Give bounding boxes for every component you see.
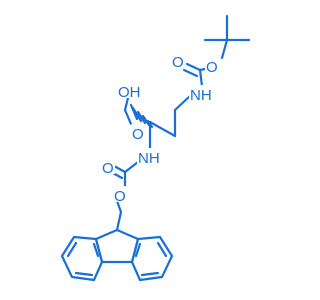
bond-ch2-to-c9 [115,210,123,232]
boc-carbonyl-oxygen-label: O [172,54,184,71]
acid-carbonyl-oxygen-label: O [132,126,144,143]
bond-fmoc-o-to-ch2 [115,199,123,214]
right-ring-double-1 [156,241,168,258]
boc-ester-oxygen-label: O [206,59,218,76]
bond-fmoc-c-o-double-1 [112,164,127,174]
bond-carboxyl-double-1 [123,108,133,126]
bond-nh-to-ch2 [173,94,192,112]
right-ring-double-3 [134,242,142,258]
hashed-wedge-bond [131,106,154,129]
right-ring-double-2 [140,271,160,277]
atom-labels: O O NH OH O NH O O [101,52,219,205]
left-ring-double-3 [92,242,100,258]
left-benzene-ring [60,235,104,282]
bond-carboxyl-to-oh [123,96,130,112]
acid-oh-label: OH [118,84,141,101]
bond-boc-c-to-nh [198,68,204,88]
molecule-structure: O O NH OH O NH O O [60,14,251,282]
fmoc-ester-oxygen-label: O [114,188,126,205]
bond-carboxyl-double-2 [129,103,139,121]
fmoc-nh-label: NH [138,150,160,167]
bond-boc-c-o-double-1 [185,62,202,72]
fluorene-ring-system [60,228,174,282]
fmoc-carbonyl-oxygen-label: O [102,160,114,177]
right-benzene-ring [130,235,174,282]
left-ring-double-1 [66,241,78,258]
boc-nh-label: NH [190,87,212,104]
backbone [123,94,192,152]
five-membered-ring [94,228,140,264]
bond-fmoc-nh-to-c [123,160,140,174]
bond-ch2-to-alpha [148,120,177,138]
bond-boc-c-o-double-2 [182,68,199,78]
left-ring-double-2 [74,271,94,277]
bond-tbu-to-o [220,38,229,60]
